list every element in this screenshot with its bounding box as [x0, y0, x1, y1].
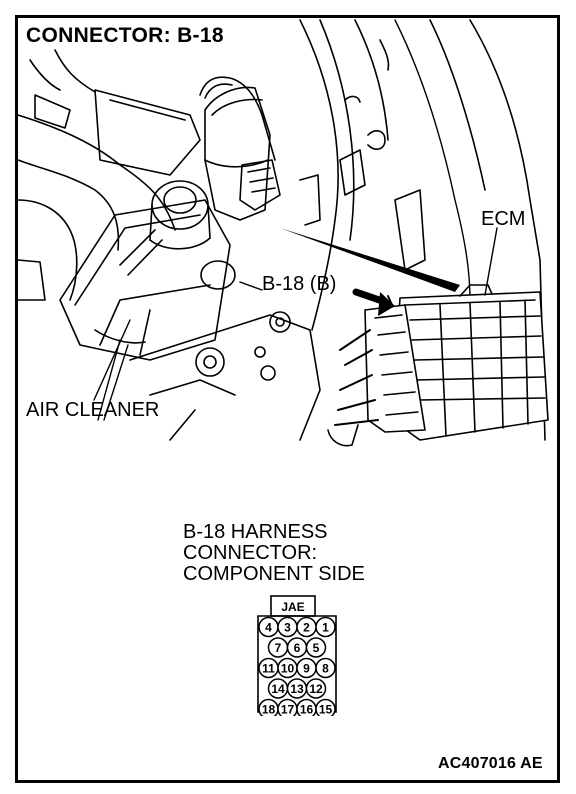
- figure-code: AC407016 AE: [438, 755, 543, 772]
- pin-label-8: 8: [322, 661, 329, 675]
- air-cleaner-label: AIR CLEANER: [26, 399, 160, 421]
- pin-label-14: 14: [271, 682, 285, 696]
- pin-label-4: 4: [265, 620, 272, 634]
- engine-bay-illustration: [18, 19, 549, 447]
- pin-label-5: 5: [313, 641, 320, 655]
- maker-tag: JAE: [281, 600, 304, 614]
- pin-label-16: 16: [300, 702, 314, 716]
- harness-caption-line1: B-18 HARNESS: [183, 521, 328, 543]
- pin-15: [315, 698, 336, 716]
- pin-5: [305, 637, 327, 658]
- pin-label-17: 17: [281, 702, 295, 716]
- pin-12: [305, 678, 327, 699]
- pin-label-6: 6: [294, 641, 301, 655]
- pin-label-7: 7: [275, 641, 282, 655]
- pin-label-18: 18: [262, 702, 276, 716]
- pin-1: [315, 616, 336, 638]
- ecm-label: ECM: [481, 208, 526, 230]
- harness-caption-line3: COMPONENT SIDE: [183, 563, 365, 585]
- pin-label-9: 9: [303, 661, 310, 675]
- pin-8: [315, 657, 336, 679]
- pin-label-1: 1: [322, 620, 329, 634]
- pin-label-3: 3: [284, 620, 291, 634]
- connector-ref-label: B-18 (B): [262, 273, 337, 295]
- pin-label-12: 12: [309, 682, 323, 696]
- pin-label-2: 2: [303, 620, 310, 634]
- connector-housing: [257, 615, 337, 713]
- harness-caption-line2: CONNECTOR:: [183, 542, 318, 564]
- pin-label-13: 13: [290, 682, 304, 696]
- pin-label-10: 10: [281, 661, 295, 675]
- pin-label-15: 15: [319, 702, 333, 716]
- connector-title: CONNECTOR: B-18: [26, 24, 224, 47]
- pin-label-11: 11: [262, 661, 275, 675]
